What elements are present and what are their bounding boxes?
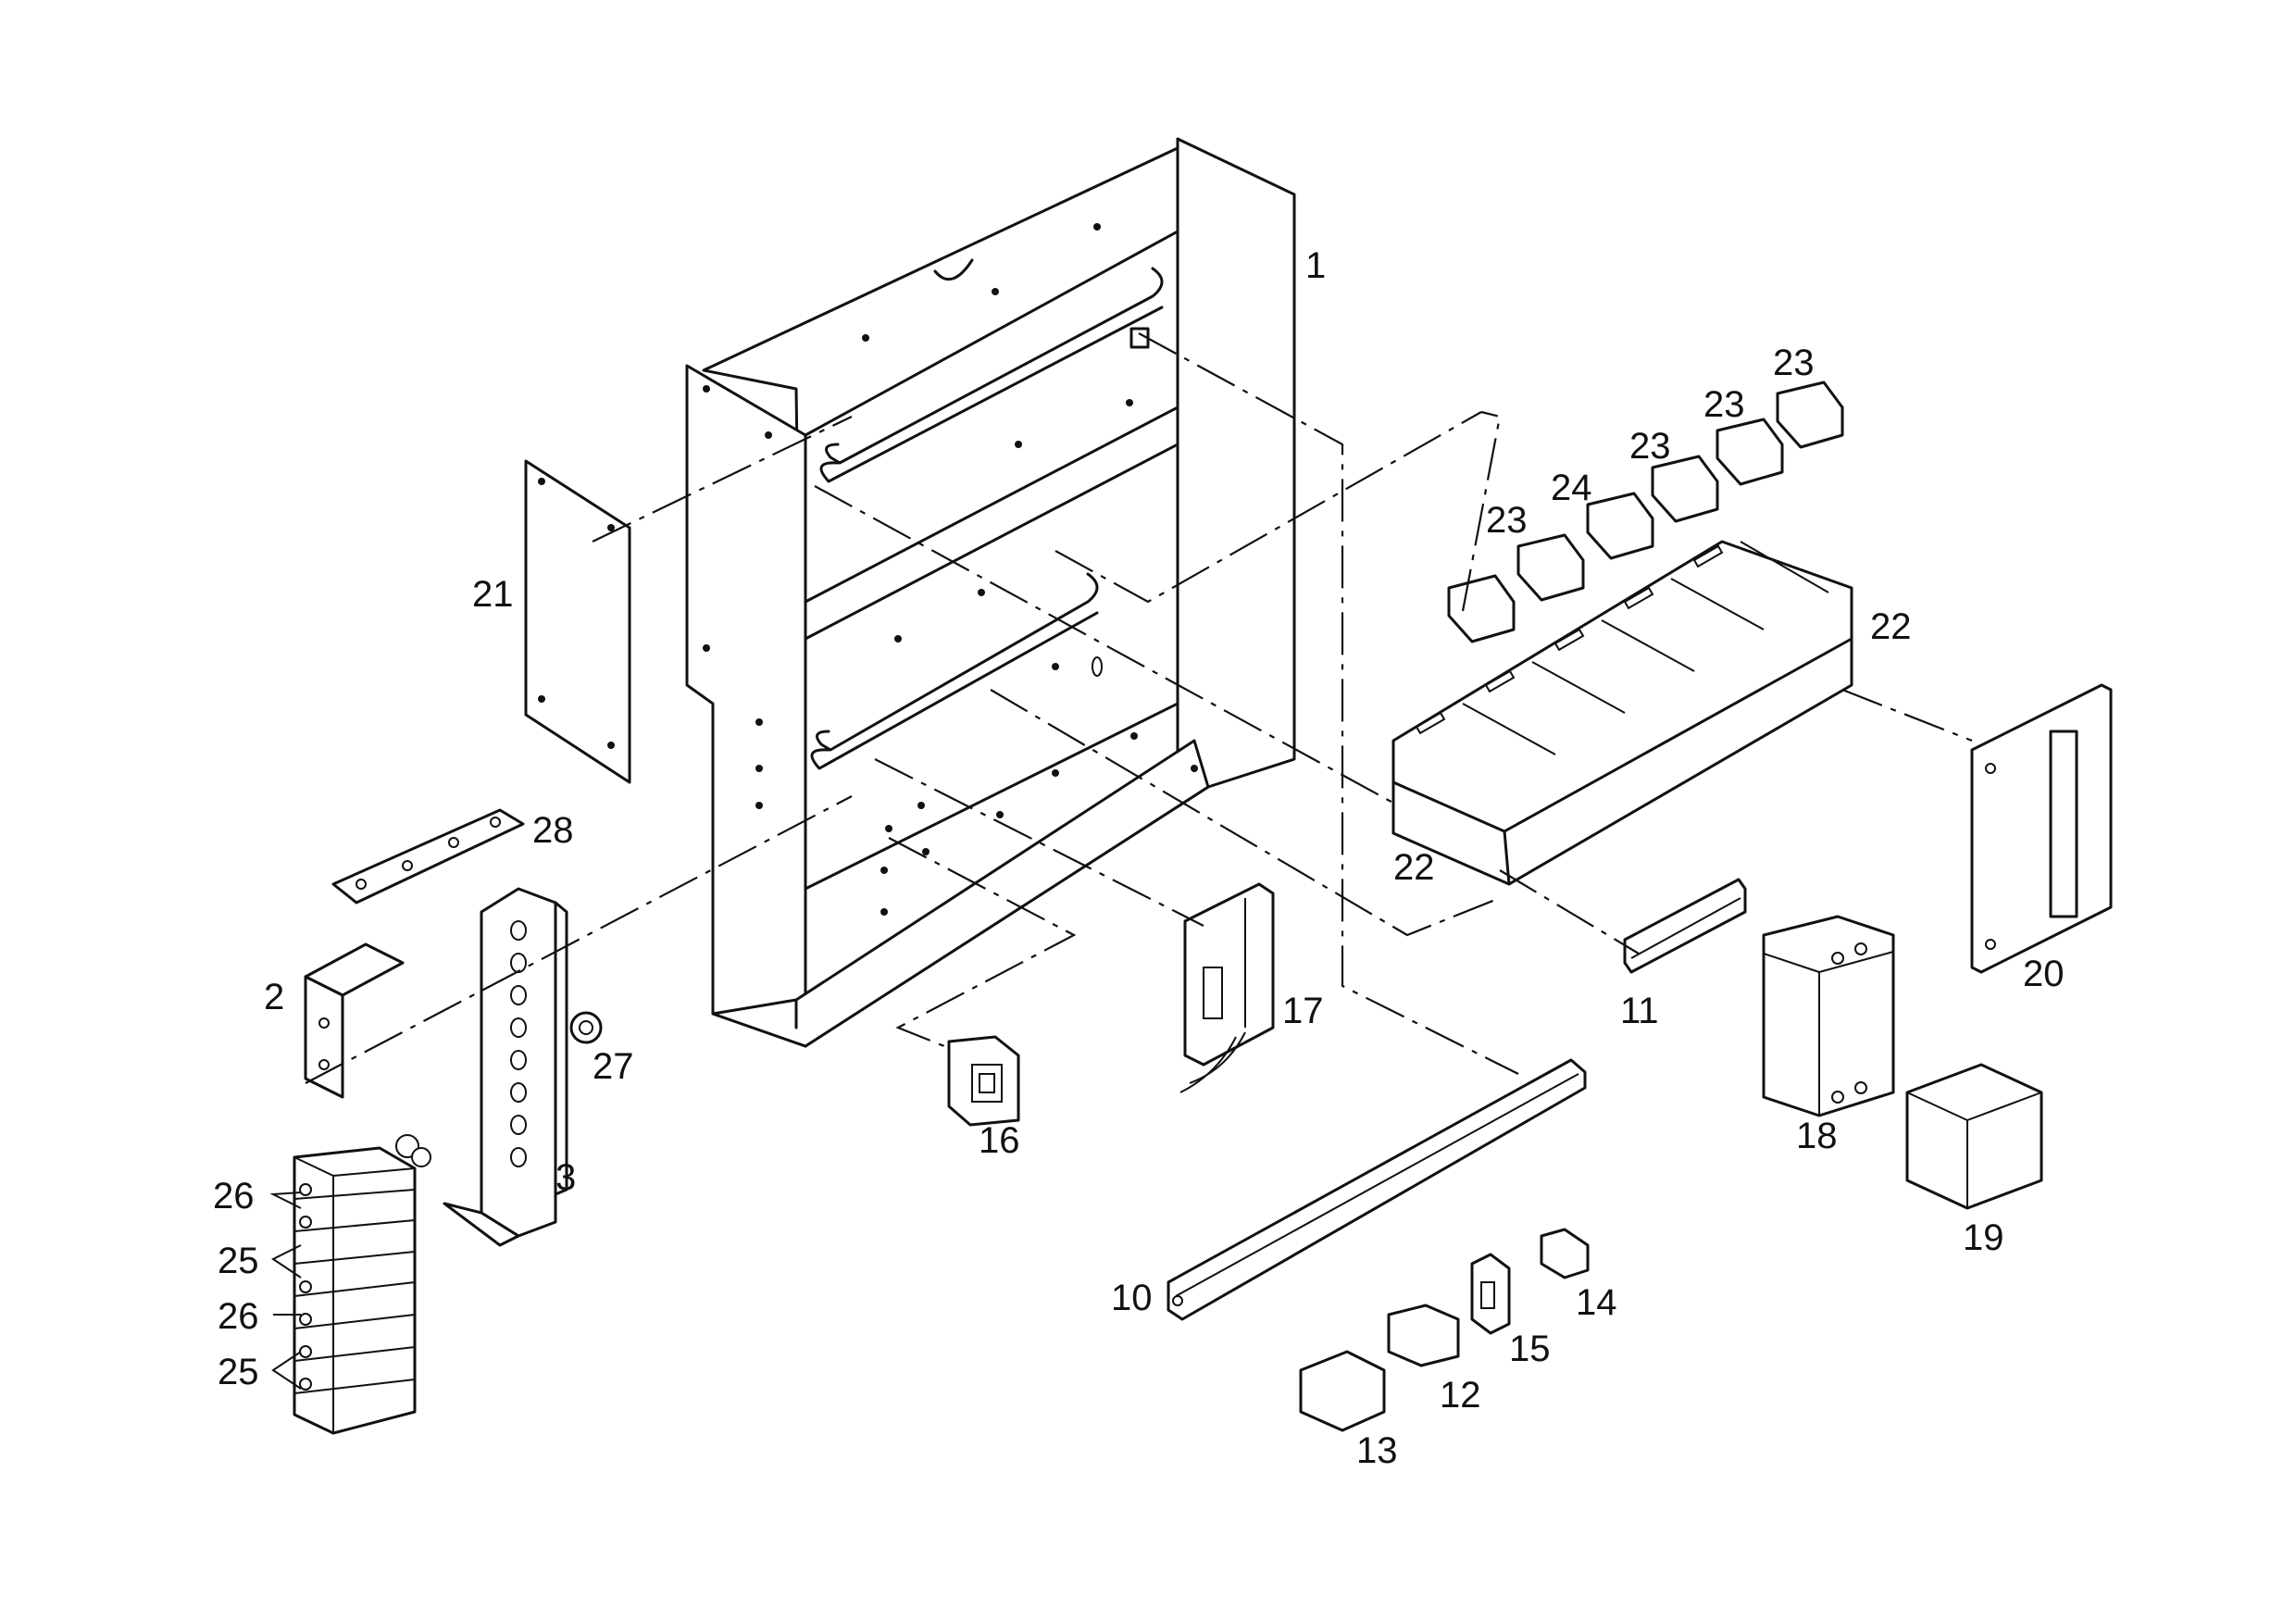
- part-25-26-breaker-stack: [293, 1134, 431, 1435]
- callout-24: 24: [1551, 468, 1592, 508]
- part-15-insert: [1470, 1253, 1511, 1335]
- callout-23-a: 23: [1773, 343, 1815, 383]
- part-13-clip: [1299, 1350, 1386, 1432]
- callout-17: 17: [1282, 991, 1324, 1031]
- callout-3: 3: [555, 1157, 576, 1198]
- part-12-clip: [1387, 1304, 1460, 1367]
- callout-28: 28: [532, 810, 574, 851]
- part-18-terminal-block: [1762, 915, 1895, 1117]
- callout-18: 18: [1796, 1116, 1838, 1156]
- part-10-din-rail: [1167, 1058, 1587, 1321]
- leader-lines: [305, 332, 1973, 1084]
- callout-25-a: 25: [218, 1241, 259, 1281]
- callout-1: 1: [1305, 245, 1326, 286]
- callout-26-a: 26: [213, 1176, 255, 1216]
- callout-22-bottom: 22: [1393, 847, 1435, 888]
- callout-19: 19: [1963, 1217, 2004, 1258]
- callout-labels: 1 2 3 10 11 12 13 14 15 16 17 18 19 20 2…: [213, 245, 2065, 1471]
- callout-23-d: 23: [1486, 500, 1528, 541]
- part-11-short-rail: [1623, 878, 1747, 974]
- callout-12: 12: [1440, 1375, 1481, 1416]
- callout-2: 2: [264, 977, 284, 1017]
- part-20-terminal-board: [1970, 683, 2113, 974]
- part-27-grommet: [569, 1011, 603, 1044]
- callout-11: 11: [1620, 991, 1659, 1031]
- callout-13: 13: [1356, 1430, 1398, 1471]
- callout-26-b: 26: [218, 1296, 259, 1337]
- part-3-terminal-strip: [443, 887, 568, 1247]
- part-21-plate: [524, 459, 631, 784]
- callout-23-c: 23: [1629, 426, 1671, 467]
- callout-14: 14: [1576, 1282, 1617, 1323]
- callout-21: 21: [472, 574, 514, 615]
- callout-23-b: 23: [1703, 384, 1745, 425]
- part-16-connector: [947, 1035, 1020, 1127]
- callout-arrows: [269, 1192, 302, 1390]
- callout-27: 27: [593, 1046, 634, 1087]
- callout-15: 15: [1509, 1329, 1551, 1369]
- part-28-flat-bar: [331, 808, 525, 905]
- callout-22-right: 22: [1870, 606, 1912, 647]
- part-19-transformer: [1905, 1063, 2043, 1210]
- callout-10: 10: [1111, 1278, 1153, 1318]
- part-22-relay-base: [1391, 540, 1853, 886]
- callout-25-b: 25: [218, 1352, 259, 1392]
- part-1-chassis-frame: [685, 137, 1296, 1048]
- part-14-clip: [1540, 1228, 1590, 1279]
- callout-16: 16: [979, 1120, 1020, 1161]
- callout-20: 20: [2023, 954, 2065, 994]
- part-23-24-relays: [1447, 381, 1844, 643]
- part-2-angle-bracket: [304, 942, 405, 1099]
- part-17-board: [1179, 882, 1275, 1093]
